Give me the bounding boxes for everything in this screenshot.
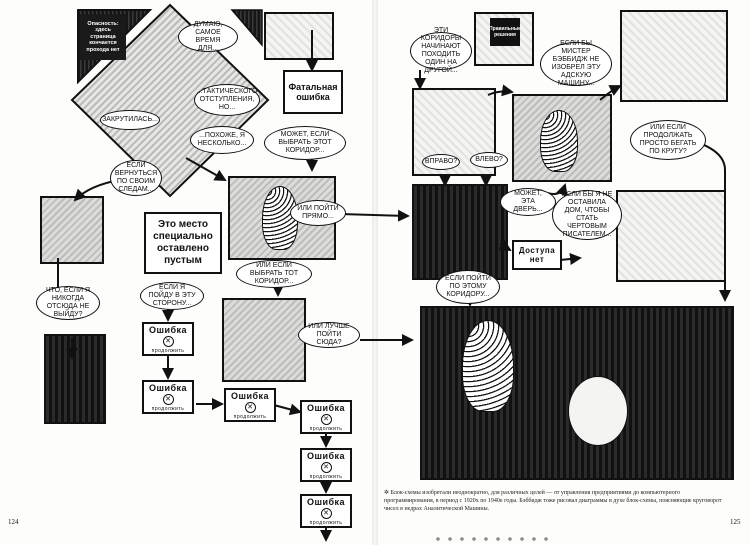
panel-corridor-doors: [412, 184, 508, 280]
babbage-face-figure: [568, 376, 628, 446]
decorative-dots: [432, 536, 552, 542]
x-circle-icon: ✕: [162, 393, 174, 405]
continue-label: продолжить: [151, 347, 185, 354]
no-access-text: Доступа нет: [518, 246, 556, 264]
fatal-error-line2: ошибка: [296, 92, 330, 102]
fatal-error-line1: Фатальная: [288, 82, 338, 92]
continue-label: продолжить: [309, 425, 343, 432]
intentionally-empty-note: Это место специально оставлено пустым: [144, 212, 222, 274]
x-circle-icon: ✕: [162, 335, 174, 347]
error-box-3[interactable]: Ошибка ✕ продолжить: [224, 388, 276, 422]
speech-bubble-choose: Может, если выбрать этот коридор...: [264, 126, 346, 160]
error-title: Ошибка: [306, 402, 346, 413]
speech-bubble-lost: Закрутилась...: [100, 110, 160, 130]
right-page-number: 125: [730, 518, 741, 526]
ada-thinking-figure: [540, 110, 578, 172]
speech-bubble-left: Влево?: [470, 152, 508, 168]
speech-bubble-this-corridor: Если пойти по этому коридору...: [436, 270, 500, 304]
footnote-text: Блок-схемы изобретали неоднократно, для …: [384, 490, 722, 512]
error-title: Ошибка: [148, 324, 188, 335]
error-box-1[interactable]: Ошибка ✕ продолжить: [142, 322, 194, 356]
speech-bubble-better: Или лучше пойти сюда?: [298, 322, 360, 348]
panel-ada-running: [40, 196, 104, 264]
continue-label: продолжить: [151, 405, 185, 412]
speech-bubble-straight: Или пойти прямо...: [290, 200, 346, 226]
speech-bubble-writer: Если бы я не оставила дом, чтобы стать ч…: [552, 190, 622, 240]
panel-dark-corridor: [44, 334, 106, 424]
error-title: Ошибка: [306, 450, 346, 461]
error-box-6[interactable]: Ошибка ✕ продолжить: [300, 494, 352, 528]
error-box-2[interactable]: Ошибка ✕ продолжить: [142, 380, 194, 414]
speech-bubble-corridors: Эти коридоры начинают походить один на д…: [410, 27, 472, 74]
panel-writer-scene: [616, 190, 726, 282]
speech-bubble-that-corridor: Или если выбрать тот коридор...: [236, 260, 312, 288]
speech-bubble-run: Или если продолжать просто бегать по кру…: [630, 120, 706, 160]
error-title: Ошибка: [230, 390, 270, 401]
continue-label: продолжить: [309, 473, 343, 480]
panel-gear-machine: [264, 12, 334, 60]
panel-spiral-stairs: [222, 298, 306, 382]
error-title: Ошибка: [306, 496, 346, 507]
error-title: Ошибка: [148, 382, 188, 393]
error-box-5[interactable]: Ошибка ✕ продолжить: [300, 448, 352, 482]
page-gutter: [372, 0, 378, 545]
continue-label: продолжить: [233, 413, 267, 420]
speech-bubble-return: Если вернуться по своим следам...: [110, 160, 162, 196]
continue-label: продолжить: [309, 519, 343, 526]
ada-seated-figure: [462, 320, 514, 412]
x-circle-icon: ✕: [320, 413, 332, 425]
x-circle-icon: ✕: [320, 507, 332, 519]
speech-bubble-babbage: Если бы мистер Бэббидж не изобрел эту ад…: [540, 40, 612, 87]
x-circle-icon: ✕: [320, 461, 332, 473]
speech-bubble-right: Вправо?: [422, 154, 460, 170]
book-sign: Правильные решения: [489, 18, 521, 46]
speech-bubble-door: Может, эта дверь...: [500, 188, 556, 216]
fatal-error-box: Фатальная ошибка: [283, 70, 343, 114]
x-circle-icon: ✕: [244, 401, 256, 413]
left-page-number: 124: [8, 518, 19, 526]
error-box-4[interactable]: Ошибка ✕ продолжить: [300, 400, 352, 434]
footnote: ✲ Блок-схемы изобретали неоднократно, дл…: [384, 489, 724, 513]
speech-bubble-never: Что, если я никогда отсюда не выйду?: [36, 286, 100, 320]
footnote-mark: ✲: [384, 490, 390, 496]
no-access-sign: Доступа нет: [512, 240, 562, 270]
danger-warning-sign: Опасность: здесь страница кончается прох…: [80, 14, 126, 60]
speech-bubble-this-way: Если я пойду в эту сторону...: [140, 282, 204, 310]
speech-bubble-time: Думаю, самое время для...: [178, 21, 238, 52]
speech-bubble-tactical: ...тактического отступления, но...: [194, 84, 260, 116]
warning-sign-text: Опасность: здесь страница кончается прох…: [86, 20, 120, 53]
speech-bubble-several: ...похоже, я несколько...: [190, 126, 254, 154]
panel-babbage-machine: [620, 10, 728, 102]
